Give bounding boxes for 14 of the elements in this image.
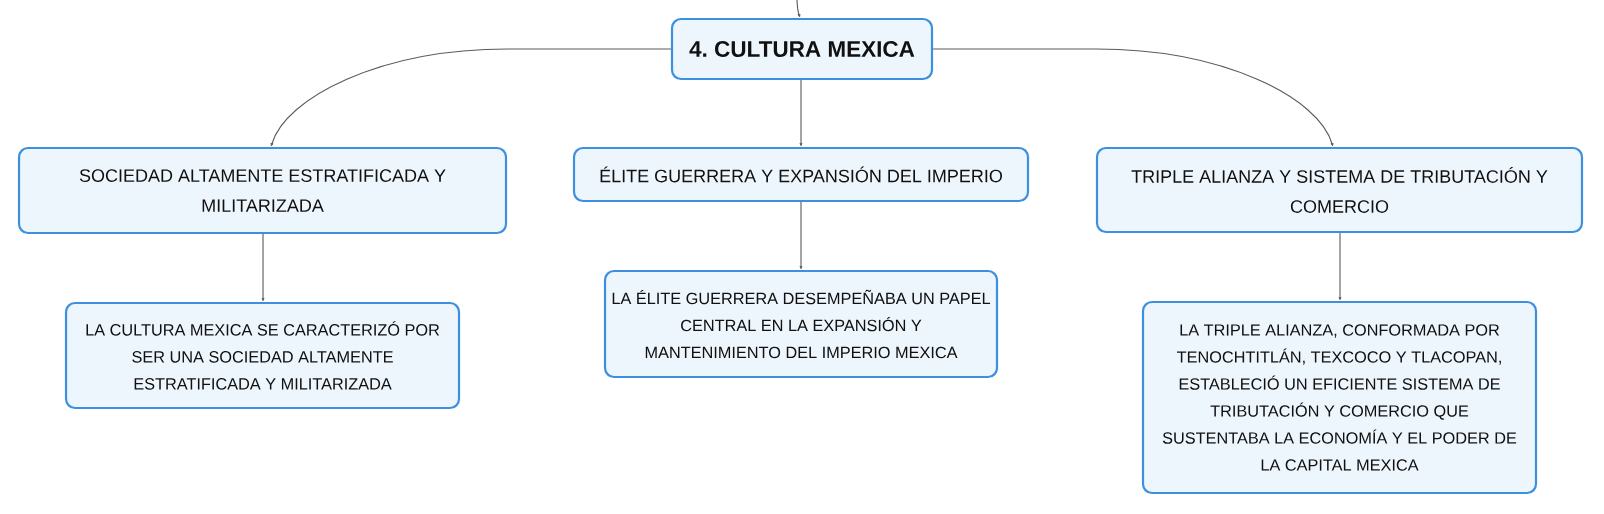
arrow bbox=[796, 0, 801, 18]
arrow bbox=[270, 48, 672, 147]
detail-box: LA ÉLITE GUERRERA DESEMPEÑABA UN PAPEL CENTRAL EN LA EXPANSIÓN Y MANTENIMIENTO DEL IMPERIO MEXICA bbox=[603, 269, 999, 379]
subtopic-box: TRIPLE ALIANZA Y SISTEMA DE TRIBUTACIÓN Y COMERCIO bbox=[1095, 146, 1584, 234]
arrow bbox=[799, 201, 803, 270]
arrow bbox=[1338, 232, 1342, 301]
subtopic-box: SOCIEDAD ALTAMENTE ESTRATIFICADA Y MILITARIZADA bbox=[17, 146, 508, 235]
subtopic-box: ÉLITE GUERRERA Y EXPANSIÓN DEL IMPERIO bbox=[572, 146, 1030, 203]
main-topic-box: 4. CULTURA MEXICA bbox=[670, 17, 934, 81]
arrow bbox=[799, 79, 803, 147]
arrow bbox=[932, 48, 1334, 147]
detail-box: LA CULTURA MEXICA SE CARACTERIZÓ POR SER UNA SOCIEDAD ALTAMENTE ESTRATIFICADA Y MILITARIZADA bbox=[64, 301, 461, 410]
arrow bbox=[261, 233, 265, 302]
detail-box: LA TRIPLE ALIANZA, CONFORMADA POR TENOCHTITLÁN, TEXCOCO Y TLACOPAN, ESTABLECIÓ UN EFICIENTE SISTEMA DE TRIBUTACIÓN Y COMERCIO QUE SUSTENTABA LA ECONOMÍA Y EL PODER DE LA CAPITAL MEXICA bbox=[1141, 300, 1538, 495]
